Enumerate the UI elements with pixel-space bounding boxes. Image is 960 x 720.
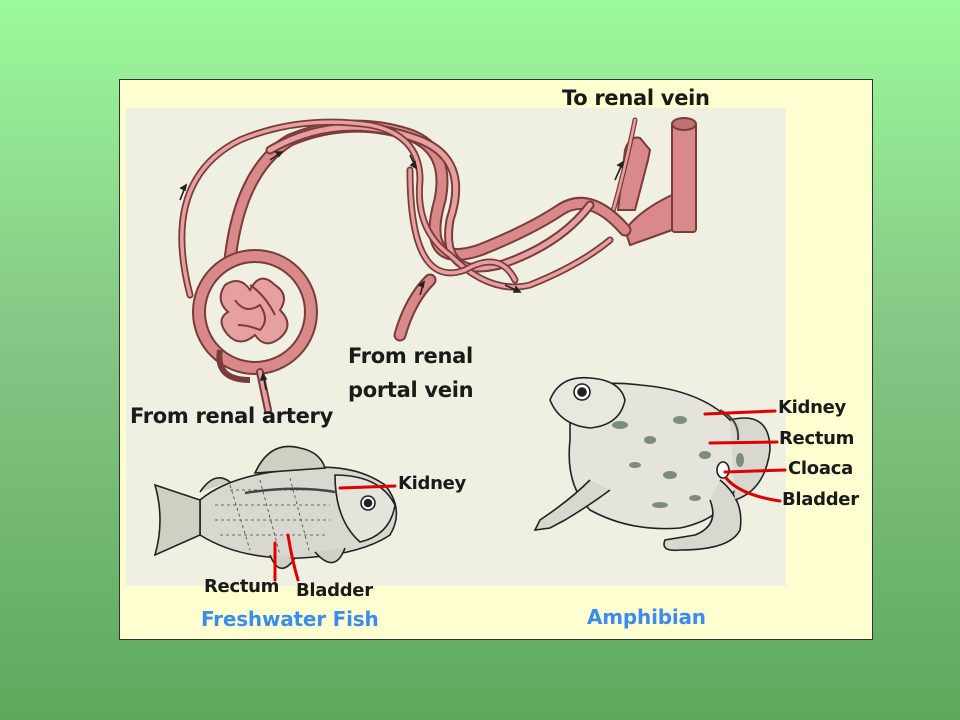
frog-bladder-pointer <box>724 476 782 503</box>
frog-kidney-pointer <box>703 409 777 416</box>
label-from-renal-portal-vein-1: From renal <box>348 344 473 368</box>
frog-rectum-pointer <box>708 440 779 445</box>
nephron-diagram <box>178 117 697 414</box>
diagram-panel: To renal vein From renal portal vein Fro… <box>119 79 873 640</box>
frog-illustration <box>533 376 771 552</box>
label-frog-rectum: Rectum <box>779 428 855 449</box>
fish-kidney-pointer <box>338 484 397 490</box>
label-to-renal-vein: To renal vein <box>562 86 710 110</box>
label-from-renal-artery: From renal artery <box>130 404 333 428</box>
label-frog-bladder: Bladder <box>782 489 859 510</box>
frog-cloaca-pointer <box>723 468 787 474</box>
pointer-lines <box>273 409 787 582</box>
renal-vein <box>616 117 697 247</box>
peritubular-vessels <box>178 118 632 342</box>
fish-illustration <box>153 445 398 570</box>
label-fish-bladder: Bladder <box>296 580 373 601</box>
caption-freshwater-fish: Freshwater Fish <box>201 607 379 631</box>
diagram-illustration <box>126 108 787 586</box>
label-frog-kidney: Kidney <box>778 397 846 418</box>
label-frog-cloaca: Cloaca <box>788 458 853 479</box>
label-from-renal-portal-vein-2: portal vein <box>348 378 474 402</box>
flow-arrows <box>179 151 625 391</box>
caption-amphibian: Amphibian <box>587 605 706 629</box>
glomerulus <box>192 249 318 414</box>
fish-bladder-pointer <box>286 533 300 582</box>
label-fish-rectum: Rectum <box>204 576 280 597</box>
label-fish-kidney: Kidney <box>398 473 466 494</box>
